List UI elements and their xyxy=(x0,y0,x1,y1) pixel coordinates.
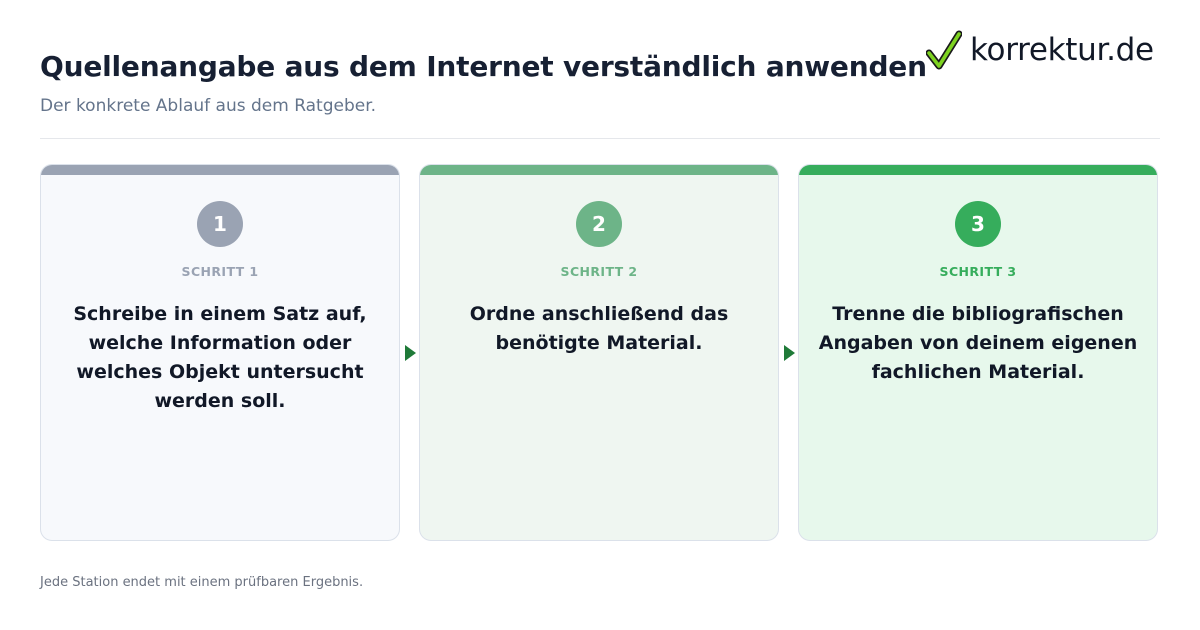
brand-logo: korrektur.de xyxy=(926,30,1154,70)
step-card-accent-bar xyxy=(420,165,778,175)
step-description: Trenne die bibliografischen Angaben von … xyxy=(818,303,1138,383)
page-title: Quellenangabe aus dem Internet verständl… xyxy=(40,50,927,83)
footer-note: Jede Station endet mit einem prüfbaren E… xyxy=(40,575,364,590)
arrow-right-icon xyxy=(784,345,795,361)
logo-text: korrektur.de xyxy=(970,31,1154,68)
step-label: SCHRITT 2 xyxy=(560,264,638,279)
step-label: SCHRITT 3 xyxy=(939,264,1017,279)
step-description: Schreibe in einem Satz auf, welche Infor… xyxy=(73,303,367,412)
step-card-accent-bar xyxy=(799,165,1157,175)
step-number-badge: 3 xyxy=(955,201,1001,247)
header-divider xyxy=(40,138,1160,139)
step-card-1: 1 SCHRITT 1 Schreibe in einem Satz auf, … xyxy=(40,164,400,541)
page-subtitle: Der konkrete Ablauf aus dem Ratgeber. xyxy=(40,96,377,116)
step-number-badge: 2 xyxy=(576,201,622,247)
arrow-right-icon xyxy=(405,345,416,361)
step-card-2: 2 SCHRITT 2 Ordne anschließend das benöt… xyxy=(419,164,779,541)
check-icon xyxy=(926,30,962,70)
step-card-3: 3 SCHRITT 3 Trenne die bibliografischen … xyxy=(798,164,1158,541)
step-description: Ordne anschließend das benötigte Materia… xyxy=(469,303,729,354)
step-number-badge: 1 xyxy=(197,201,243,247)
step-label: SCHRITT 1 xyxy=(181,264,259,279)
step-card-accent-bar xyxy=(41,165,399,175)
